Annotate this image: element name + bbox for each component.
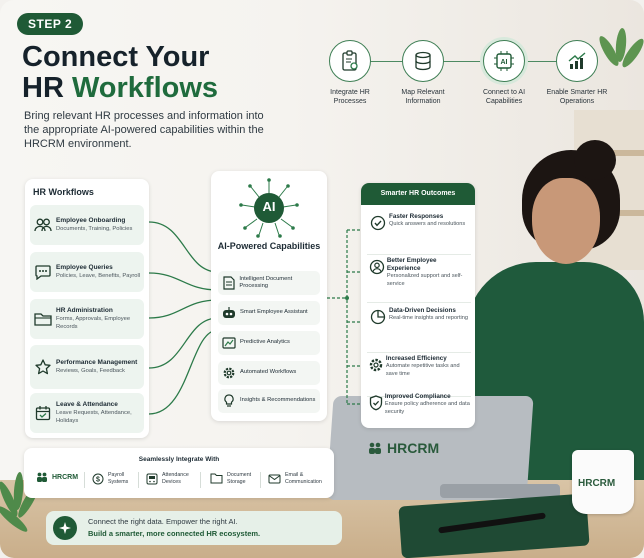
step-connect: AI Connect to AI Capabilities [469, 40, 539, 106]
clipboard-gear-icon [329, 40, 371, 82]
integration-attendance: Attendance Devices [146, 472, 196, 485]
banner-line-2: Build a smarter, more connected HR ecosy… [88, 529, 261, 538]
capability-predictive-analytics: Predictive Analytics [218, 331, 320, 355]
integration-hrcrm: HRCRM [36, 472, 78, 482]
growth-chart-icon [556, 40, 598, 82]
ai-brain-icon [239, 178, 299, 238]
mail-icon [268, 474, 281, 483]
star-icon [30, 359, 56, 375]
page-subtitle: Bring relevant HR processes and informat… [24, 110, 264, 150]
integration-separator [84, 472, 85, 488]
hr-workflows-title: HR Workflows [33, 187, 94, 197]
capability-employee-assistant: Smart Employee Assistant [218, 301, 320, 325]
step-badge: STEP 2 [17, 13, 84, 35]
ai-badge-label: AI [262, 199, 276, 214]
outcomes-title: Smarter HR Outcomes [361, 183, 475, 205]
pie-chart-icon [367, 307, 389, 325]
ai-capabilities-card: AI AI-Powered Capabilities Intelligent D… [211, 171, 327, 421]
gear-icon [367, 355, 386, 373]
hrcrm-logo-icon [37, 472, 47, 482]
laptop-logo: HRCRM [368, 440, 439, 456]
process-steps: Integrate HR Processes Map Relevant Info… [324, 40, 614, 110]
page-title: Connect Your HR Workflows [22, 41, 219, 104]
integration-payroll: $ Payroll Systems [92, 472, 138, 485]
shield-check-icon [367, 393, 385, 411]
capability-document-processing: Intelligent Document Processing [218, 271, 320, 295]
document-icon [218, 276, 239, 290]
check-circle-icon [367, 213, 389, 231]
analytics-icon [218, 337, 240, 349]
folder-icon [30, 312, 56, 326]
capability-automated-workflows: Automated Workflows [218, 361, 320, 385]
integration-separator [260, 472, 261, 488]
step-enable: Enable Smarter HR Operations [542, 40, 612, 106]
svg-text:$: $ [96, 476, 100, 483]
svg-text:AI: AI [501, 59, 508, 66]
capability-insights: Insights & Recommendations [218, 389, 320, 413]
integration-email: Email & Communication [268, 472, 329, 485]
mug-logo: HRCRM [578, 478, 616, 489]
person-hair-bun [574, 140, 616, 180]
chat-icon [30, 264, 56, 280]
integration-separator [138, 472, 139, 488]
step-integrate: Integrate HR Processes [315, 40, 385, 106]
step-map: Map Relevant Information [388, 40, 458, 106]
bottom-banner: Connect the right data. Empower the righ… [46, 511, 342, 545]
sparkle-icon [53, 516, 77, 540]
steps-connector-line [350, 61, 588, 62]
integration-document-storage: Document Storage [210, 472, 257, 485]
laptop-base [440, 484, 560, 498]
people-icon [30, 218, 56, 232]
dollar-icon: $ [92, 473, 104, 484]
integrations-bar: Seamlessly Integrate With HRCRM $ Payrol… [24, 448, 334, 498]
person-face [532, 178, 600, 264]
user-circle-icon [367, 257, 387, 275]
integrations-title: Seamlessly Integrate With [138, 456, 220, 463]
banner-line-1: Connect the right data. Empower the righ… [88, 517, 238, 526]
robot-icon [218, 307, 240, 319]
database-icon [402, 40, 444, 82]
integration-separator [200, 472, 201, 488]
calendar-icon [30, 405, 56, 421]
ai-chip-icon: AI [483, 40, 525, 82]
device-icon [146, 473, 158, 484]
mug-image [572, 450, 634, 514]
ai-capabilities-title: AI-Powered Capabilities [217, 241, 321, 251]
lightbulb-icon [218, 394, 240, 408]
gear-icon [218, 366, 240, 380]
folder-icon [210, 473, 223, 484]
